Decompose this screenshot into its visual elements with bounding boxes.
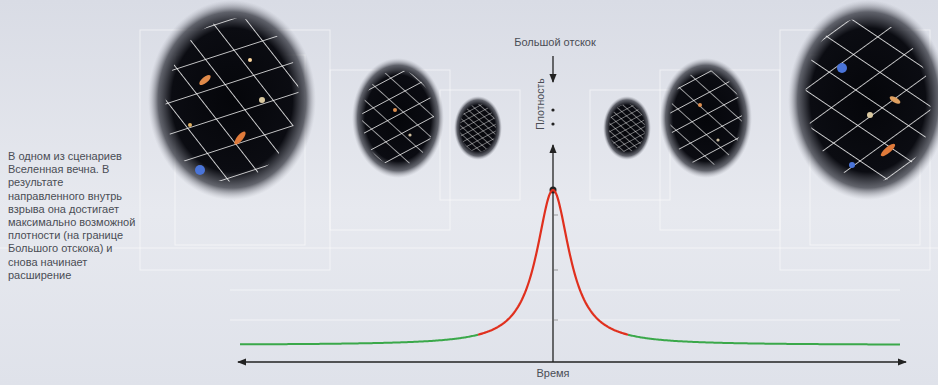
density-curve-low [240, 335, 478, 345]
axis-label: Время [520, 367, 586, 380]
density-curve-low [628, 335, 900, 345]
axis-dots [550, 108, 557, 193]
density-curve-peak [478, 190, 628, 335]
universe-blobs [148, 0, 938, 200]
axis-label: Плотность [534, 78, 546, 129]
note-text: В одном из сценариев Вселенная вечна. В … [8, 150, 136, 282]
galaxies [188, 58, 901, 175]
axis-ticks [553, 215, 558, 320]
axes [238, 56, 906, 362]
event-label: Большой отскок [500, 36, 610, 49]
